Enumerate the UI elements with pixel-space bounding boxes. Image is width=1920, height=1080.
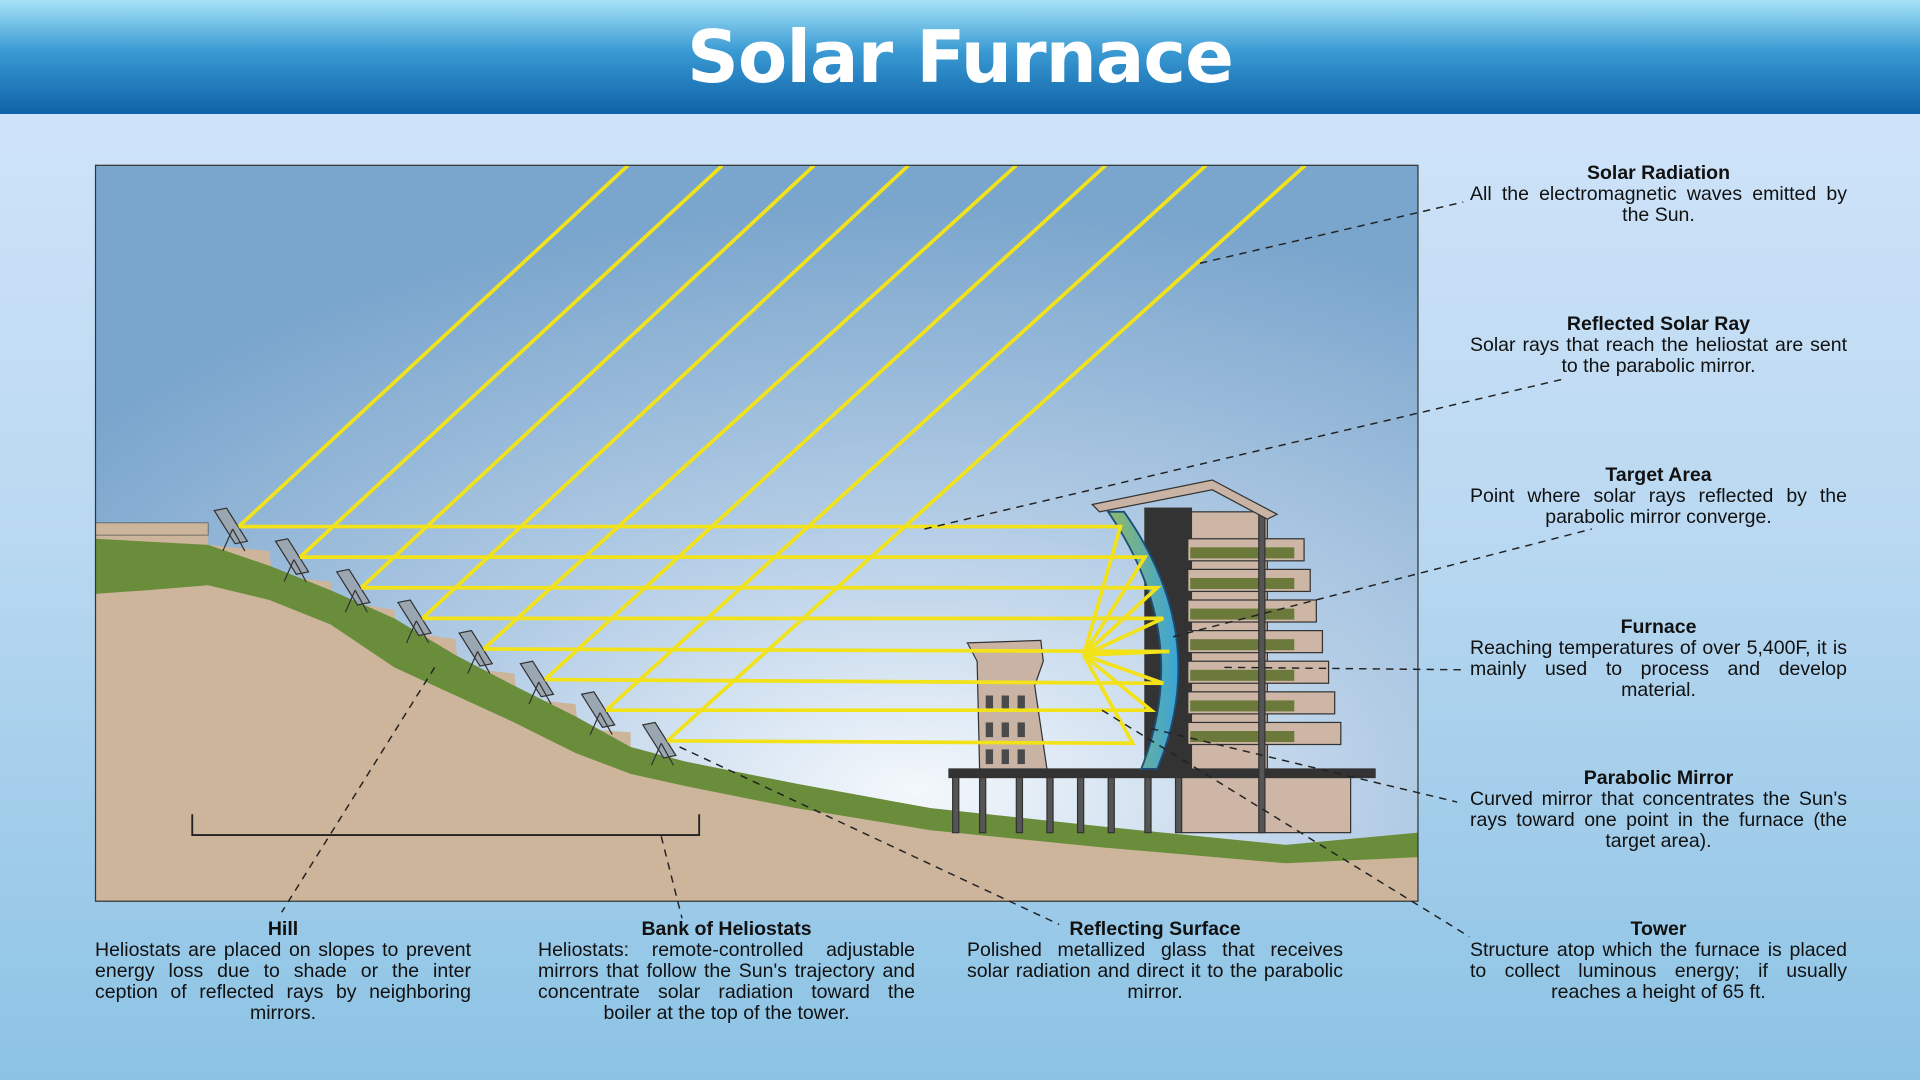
heliostat-bracket: [191, 814, 701, 837]
label-title: Solar Radiation: [1586, 162, 1731, 184]
label-title: Furnace: [1620, 616, 1697, 638]
header-banner: Solar Furnace: [0, 0, 1920, 114]
label-bank-of-heliostats: Bank of Heliostats Heliostats: remote-co…: [538, 919, 915, 1024]
label-hill: Hill Heliostats are placed on slopes to …: [95, 919, 471, 1024]
label-parabolic-mirror: Parabolic Mirror Curved mirror that conc…: [1470, 768, 1847, 852]
leader-lines: [281, 201, 1593, 938]
label-text: Heliostats: remote-controlled adjustable…: [538, 939, 915, 1024]
hill: [95, 524, 1418, 902]
label-title: Hill: [267, 918, 299, 940]
label-reflecting-surface: Reflecting Surface Polished metallized g…: [967, 919, 1343, 1003]
page-title: Solar Furnace: [687, 15, 1234, 99]
label-text: Heliostats are placed on slopes to preve…: [95, 939, 471, 1024]
label-text: Structure atop which the furnace is plac…: [1470, 939, 1847, 1003]
label-text: Polished metallized glass that receives …: [967, 939, 1343, 1003]
label-title: Tower: [1630, 918, 1687, 940]
label-solar-radiation: Solar Radiation All the electromagnetic …: [1470, 163, 1847, 226]
label-text: Point where solar rays reflected by the …: [1470, 485, 1847, 528]
label-text: Reaching temperatures of over 5,400F, it…: [1470, 637, 1847, 701]
label-text: Solar rays that reach the heliostat are …: [1470, 334, 1847, 377]
diagram-frame: [94, 164, 1419, 902]
tower: [948, 479, 1376, 834]
heliostats: [213, 507, 677, 766]
label-text: Curved mirror that concentrates the Sun'…: [1470, 788, 1847, 852]
label-tower: Tower Structure atop which the furnace i…: [1470, 919, 1847, 1003]
label-text: All the electromagnetic waves emitted by…: [1470, 183, 1847, 226]
label-furnace: Furnace Reaching temperatures of over 5,…: [1470, 617, 1847, 701]
label-title: Reflected Solar Ray: [1566, 313, 1751, 335]
label-title: Bank of Heliostats: [641, 918, 812, 940]
label-target-area: Target Area Point where solar rays refle…: [1470, 465, 1847, 528]
label-reflected-solar-ray: Reflected Solar Ray Solar rays that reac…: [1470, 314, 1847, 377]
grass: [95, 538, 1418, 864]
label-title: Parabolic Mirror: [1583, 767, 1734, 789]
label-title: Reflecting Surface: [1069, 918, 1241, 940]
reflected-rays: [238, 524, 1170, 746]
label-title: Target Area: [1605, 464, 1712, 486]
